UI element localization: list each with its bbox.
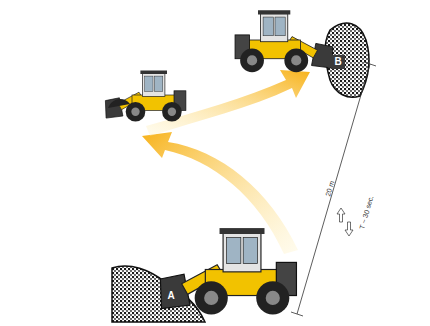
pile-letter: A (167, 291, 174, 301)
wheel-loader (235, 10, 333, 72)
material-pile (112, 266, 205, 322)
double-arrow (337, 208, 345, 222)
wheel-loader (105, 71, 185, 122)
pile-marker: A (164, 289, 178, 303)
double-arrow (345, 222, 353, 236)
motion-arrow (142, 132, 298, 254)
dimension-tick (364, 62, 376, 66)
wheel-loader (160, 228, 296, 314)
dimension-line (297, 64, 370, 314)
bucket-load (108, 99, 130, 108)
material-pile (325, 23, 369, 97)
pile-letter: B (334, 57, 341, 67)
dimension-tick (291, 312, 303, 316)
pile-marker: B (331, 55, 345, 69)
cycle-time-label: T ~ 30 sec. (358, 194, 374, 229)
